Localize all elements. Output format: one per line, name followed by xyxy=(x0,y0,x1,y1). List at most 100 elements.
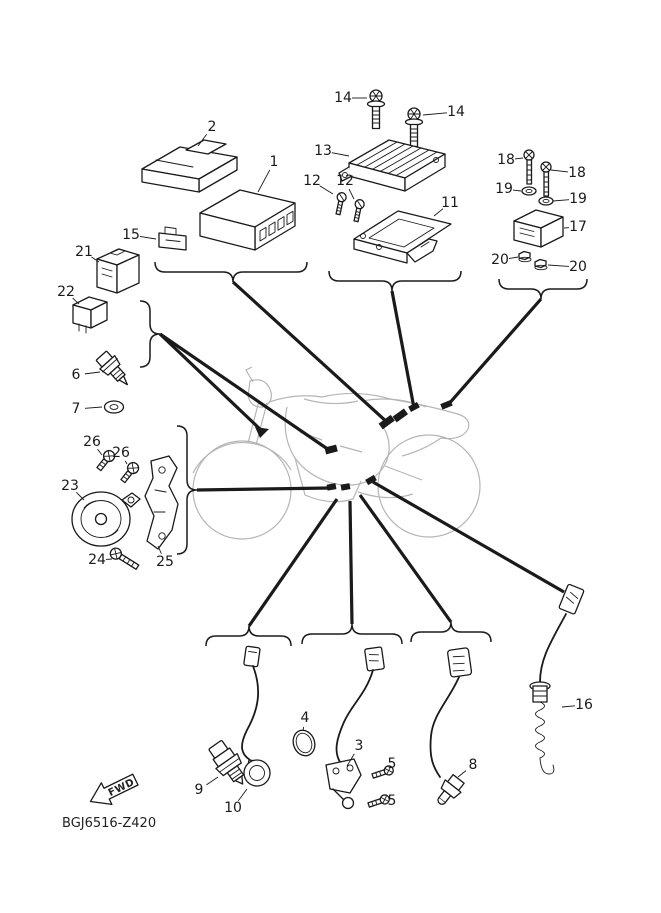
callout-leader-line xyxy=(84,406,103,409)
callout-leader-line xyxy=(97,448,103,456)
callout-label: 12 xyxy=(303,173,321,189)
fwd-arrow: FWD xyxy=(89,773,139,806)
part-24-bolt xyxy=(109,547,140,570)
callout-leader-line xyxy=(512,189,522,192)
callout-leader-line xyxy=(157,545,162,554)
callout-leader-line xyxy=(237,788,248,802)
callout-leader-line xyxy=(91,256,100,263)
part-5-screw-b xyxy=(367,794,390,808)
callout-label: 20 xyxy=(569,259,587,275)
callout-label: 24 xyxy=(88,552,106,568)
part-15-clip xyxy=(158,226,187,251)
callout-label: 26 xyxy=(83,434,101,450)
callout-leader-line xyxy=(76,492,85,501)
callout-label: 3 xyxy=(355,738,364,754)
callout-label: 18 xyxy=(568,165,586,181)
callout-leader-line xyxy=(433,208,444,217)
part-10-sensor-lead xyxy=(241,645,271,787)
part-21-relay xyxy=(96,248,140,294)
callout-leader-line xyxy=(514,157,524,160)
callout-leader-line xyxy=(197,133,208,147)
callout-label: 7 xyxy=(72,401,81,417)
part-7-washer xyxy=(103,400,125,414)
callout-label: 5 xyxy=(388,756,397,772)
part-25-bracket xyxy=(144,455,179,550)
part-26-bolt-a xyxy=(96,449,116,472)
part-18-screw-a xyxy=(523,149,535,185)
callout-label: 21 xyxy=(75,244,93,260)
callout-leader-line xyxy=(346,753,355,767)
part-17-relay xyxy=(513,209,564,248)
callout-label: 5 xyxy=(388,793,397,809)
diagram-code: BGJ6516-Z420 xyxy=(62,816,156,831)
part-14-bolt-b xyxy=(404,107,424,148)
part-22-connector xyxy=(72,296,108,334)
part-12-screw-a xyxy=(335,192,347,216)
callout-leader-line xyxy=(206,776,219,786)
callout-label: 19 xyxy=(495,181,513,197)
callout-label: 26 xyxy=(112,445,130,461)
part-11-bracket xyxy=(353,210,452,264)
callout-label: 23 xyxy=(61,478,79,494)
connector-marks xyxy=(255,399,453,491)
part-19-washer-a xyxy=(521,186,537,196)
part-19-washer-b xyxy=(538,196,554,206)
callout-leader-line xyxy=(547,264,570,267)
part-6-sensor xyxy=(95,350,129,386)
leader-lines xyxy=(158,280,565,627)
callout-leader-line xyxy=(331,152,350,157)
callout-leader-line xyxy=(348,188,355,200)
callout-label: 22 xyxy=(57,284,75,300)
part-16-sensor xyxy=(529,583,585,775)
callout-leader-line xyxy=(561,705,576,708)
part-12-screw-b xyxy=(353,199,365,223)
callout-label: 15 xyxy=(122,227,140,243)
callout-leader-line xyxy=(550,169,569,173)
callout-leader-line xyxy=(457,770,467,778)
part-18-screw-b xyxy=(540,161,552,197)
callout-label: 14 xyxy=(334,90,352,106)
part-4-oring xyxy=(292,729,316,757)
callout-leader-line xyxy=(139,235,157,240)
callout-label: 16 xyxy=(575,697,593,713)
callout-leader-line xyxy=(508,256,519,259)
callout-leader-line xyxy=(552,199,570,202)
callout-label: 18 xyxy=(497,152,515,168)
callout-label: 6 xyxy=(72,367,81,383)
callout-label: 1 xyxy=(270,154,279,170)
part-20-nut-b xyxy=(534,258,548,271)
part-8-sensor xyxy=(429,647,473,805)
part-13-rectifier xyxy=(338,139,446,192)
callout-label: 8 xyxy=(469,757,478,773)
callout-label: 11 xyxy=(441,195,459,211)
part-2-cover xyxy=(141,139,238,193)
callout-leader-line xyxy=(72,297,80,305)
callout-leader-line xyxy=(422,112,448,116)
callout-label: 10 xyxy=(224,800,242,816)
part-26-bolt-b xyxy=(120,461,140,484)
part-20-nut-a xyxy=(518,250,532,263)
callout-label: 20 xyxy=(491,252,509,268)
callout-label: 9 xyxy=(195,782,204,798)
callout-label: 13 xyxy=(314,143,332,159)
callout-label: 2 xyxy=(208,119,217,135)
callout-leader-line xyxy=(319,185,334,195)
callout-leader-line xyxy=(302,726,305,732)
callout-label: 4 xyxy=(301,710,310,726)
callout-label: 17 xyxy=(569,219,587,235)
callout-label: 25 xyxy=(156,554,174,570)
callout-leader-line xyxy=(257,169,271,193)
group-brackets xyxy=(139,261,588,647)
callout-label: 19 xyxy=(569,191,587,207)
part-9-sensor xyxy=(208,740,245,785)
callout-label: 14 xyxy=(447,104,465,120)
callout-leader-line xyxy=(124,460,128,465)
callout-leader-line xyxy=(383,769,386,772)
callout-label: 12 xyxy=(336,173,354,189)
part-14-bolt-a xyxy=(366,89,386,130)
part-5-screw-a xyxy=(371,765,394,779)
part-3-switch xyxy=(325,646,385,810)
